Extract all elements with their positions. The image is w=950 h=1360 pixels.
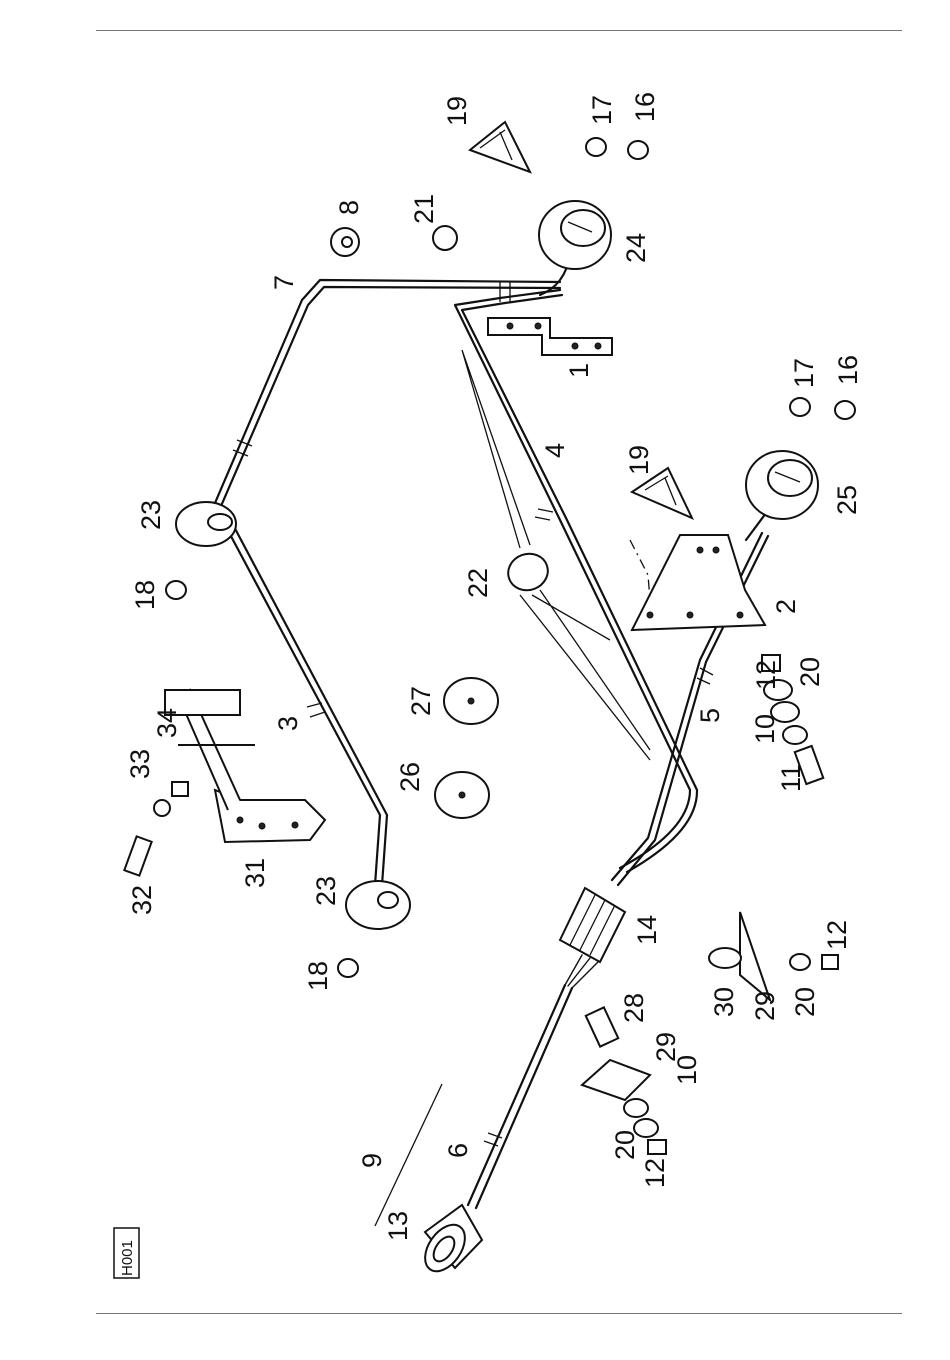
- label-2: 2: [771, 599, 801, 614]
- label-4: 4: [540, 443, 570, 458]
- label-20b: 20: [790, 987, 820, 1017]
- lamp-23-lower: [346, 881, 410, 929]
- label-1: 1: [564, 363, 594, 378]
- disc-26: [435, 772, 489, 818]
- lamp-23-upper: [176, 502, 236, 546]
- label-28: 28: [619, 993, 649, 1023]
- lamp-24: [539, 201, 611, 269]
- label-9: 9: [357, 1153, 387, 1168]
- label-16a: 16: [630, 92, 660, 122]
- bulb-icons: [166, 138, 855, 977]
- socket-plug-13: [417, 1205, 482, 1278]
- label-26: 26: [395, 762, 425, 792]
- part-number-labels: 1 2 3 4 5 6 7 8 9 10 10 11 12 12 12 13 1…: [125, 92, 863, 1241]
- fasteners-32-33-34: [124, 782, 188, 876]
- clip-21: [433, 226, 457, 250]
- label-12c: 12: [640, 1158, 670, 1188]
- label-8: 8: [334, 200, 364, 215]
- label-29b: 29: [750, 991, 780, 1021]
- label-18a: 18: [130, 580, 160, 610]
- disc-27: [444, 678, 498, 724]
- label-19b: 19: [624, 445, 654, 475]
- label-17b: 17: [789, 358, 819, 388]
- label-5: 5: [695, 708, 725, 723]
- label-16b: 16: [833, 355, 863, 385]
- label-6: 6: [443, 1143, 473, 1158]
- label-11: 11: [776, 764, 806, 792]
- label-14: 14: [632, 915, 662, 945]
- label-7: 7: [269, 275, 299, 290]
- figure-code: H001: [119, 1240, 136, 1276]
- bracket-1: [488, 318, 612, 355]
- label-3: 3: [273, 716, 303, 731]
- label-32: 32: [127, 885, 157, 915]
- label-31: 31: [240, 858, 270, 888]
- clip-22: [503, 548, 553, 596]
- connector-block-14: [560, 888, 625, 962]
- label-12a: 12: [751, 660, 781, 690]
- lamp-25: [746, 451, 818, 519]
- label-23a: 23: [136, 500, 166, 530]
- label-10a: 10: [750, 714, 780, 744]
- grommet-8: [331, 228, 359, 256]
- figure-code-box: H001: [114, 1228, 139, 1278]
- label-21: 21: [409, 194, 439, 224]
- label-24: 24: [621, 233, 651, 263]
- label-19a: 19: [442, 96, 472, 126]
- label-25: 25: [832, 485, 862, 515]
- label-30: 30: [709, 987, 739, 1017]
- label-20a: 20: [795, 657, 825, 687]
- label-17a: 17: [587, 95, 617, 125]
- label-18b: 18: [303, 961, 333, 991]
- label-27: 27: [406, 686, 436, 716]
- fasteners-bottom: [709, 912, 838, 1000]
- label-22: 22: [463, 568, 493, 598]
- label-20c: 20: [610, 1130, 640, 1160]
- label-23b: 23: [311, 876, 341, 906]
- label-34: 34: [152, 708, 182, 738]
- label-13: 13: [383, 1211, 413, 1241]
- bracket-31: [165, 690, 325, 842]
- reflector-19-upper: [470, 122, 530, 172]
- label-33: 33: [125, 749, 155, 779]
- label-12b: 12: [822, 920, 852, 950]
- label-29a: 29: [651, 1032, 681, 1062]
